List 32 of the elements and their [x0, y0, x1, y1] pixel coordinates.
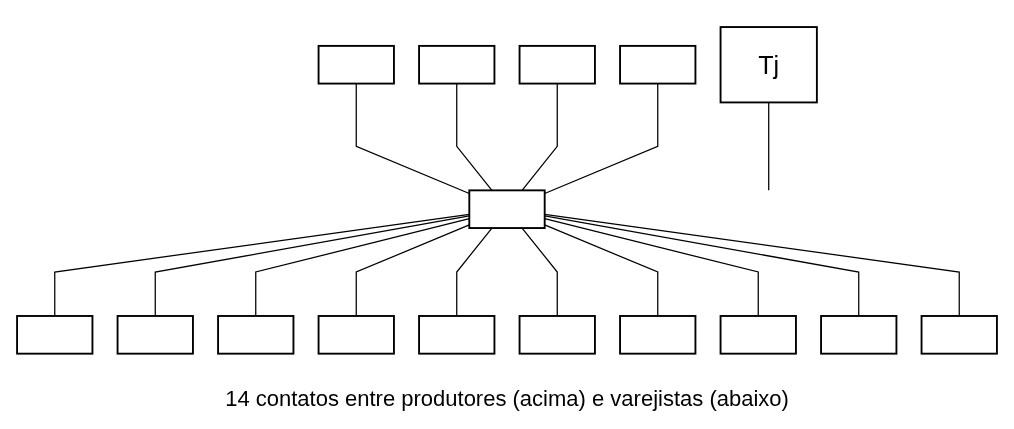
node-box [418, 314, 496, 355]
connector [355, 223, 470, 317]
connector [456, 82, 493, 191]
connector [521, 227, 558, 317]
connector [544, 217, 759, 317]
connector [544, 214, 860, 317]
node-box [468, 189, 546, 229]
connector [544, 213, 960, 317]
node-box [116, 314, 194, 355]
node-box: Tj [719, 25, 818, 103]
node-box [16, 314, 94, 355]
node-box [920, 314, 998, 355]
node-box [619, 314, 697, 355]
connector [544, 223, 659, 317]
connector [255, 217, 470, 317]
node-box [820, 314, 898, 355]
connector [456, 227, 493, 317]
connector [544, 82, 659, 194]
node-box [418, 44, 496, 85]
caption: 14 contatos entre produtores (acima) e varejistas (abaixo) [225, 386, 789, 412]
node-box [518, 44, 596, 85]
connector [768, 101, 770, 191]
connector [521, 82, 558, 191]
node-box [317, 314, 395, 355]
node-box [518, 314, 596, 355]
node-box [217, 314, 295, 355]
node-box [719, 314, 797, 355]
node-box [619, 44, 697, 85]
connector [54, 213, 470, 317]
node-box [317, 44, 395, 85]
connector [355, 82, 470, 194]
connector [154, 214, 470, 317]
